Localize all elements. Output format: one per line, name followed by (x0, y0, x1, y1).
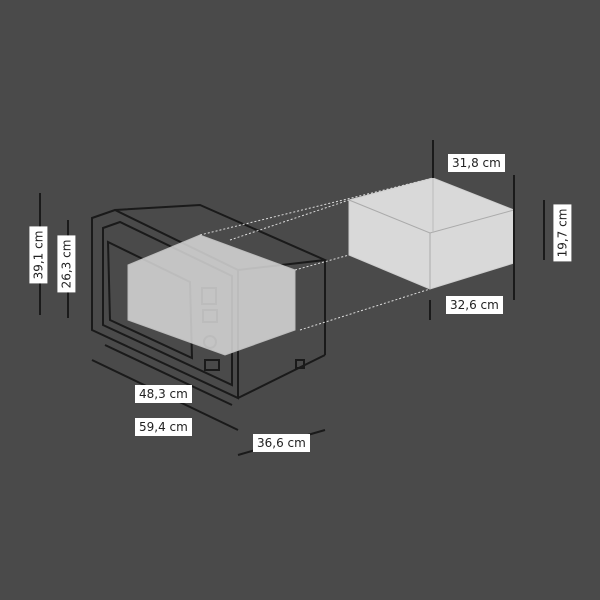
overall-height-label: 39,1 cm (29, 226, 48, 284)
cavity-height-label: 19,7 cm (553, 204, 572, 262)
inner-height-label: 26,3 cm (57, 235, 76, 293)
overall-width-label: 59,4 cm (135, 418, 192, 436)
cavity-width-label: 32,6 cm (446, 296, 503, 314)
cavity-box (348, 177, 515, 290)
depth-label: 36,6 cm (253, 434, 310, 452)
inner-width-label: 48,3 cm (135, 385, 192, 403)
cavity-depth-label: 31,8 cm (448, 154, 505, 172)
